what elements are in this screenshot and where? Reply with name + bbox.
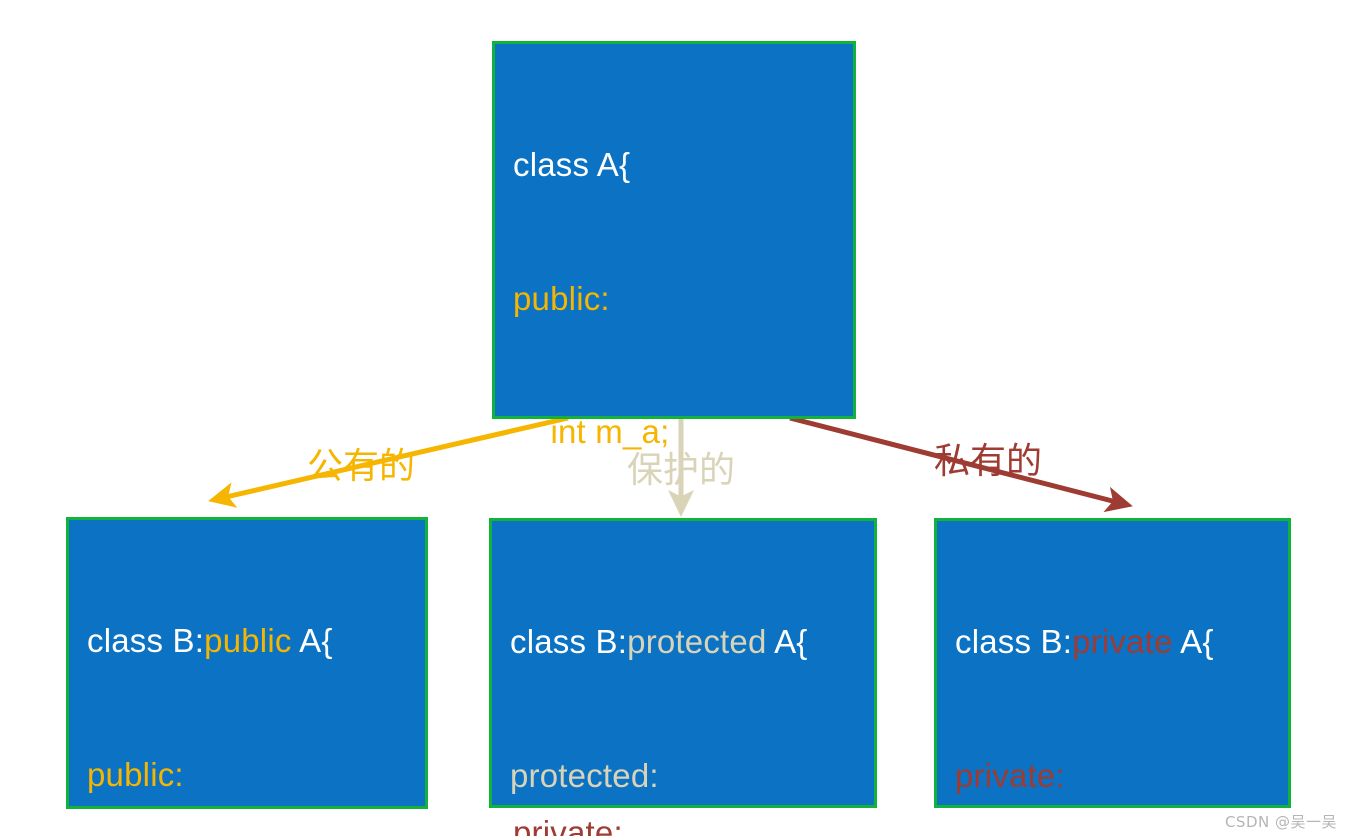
code-token: public: bbox=[513, 279, 610, 317]
arrow-label-private: 私有的 bbox=[934, 441, 1043, 482]
code-token: A{ bbox=[291, 622, 333, 660]
code-token: A{ bbox=[1172, 623, 1214, 661]
code-line: private: bbox=[955, 754, 1288, 799]
code-line: class B:private A{ bbox=[955, 620, 1288, 665]
class-b-protected-box: class B:protected A{ protected: int m_a;… bbox=[489, 518, 877, 808]
code-token: private: bbox=[513, 814, 623, 836]
code-token: private: bbox=[955, 756, 1065, 794]
arrow-label-protected: 保护的 bbox=[627, 450, 736, 491]
code-token: public bbox=[204, 622, 292, 660]
code-line: public: bbox=[513, 277, 853, 322]
code-token: class B: bbox=[955, 623, 1073, 661]
code-token: protected: bbox=[510, 756, 659, 794]
class-a-box: class A{ public: int m_a; protected: int… bbox=[492, 41, 856, 836]
code-token: class B: bbox=[87, 622, 205, 660]
code-line: protected: bbox=[510, 754, 874, 799]
code-line: int m_a; bbox=[513, 410, 853, 455]
code-token: private bbox=[1072, 623, 1173, 661]
class-b-private-box: class B:private A{ private: int m_a; int… bbox=[934, 518, 1291, 808]
watermark: CSDN @吴一吴 bbox=[1224, 813, 1337, 831]
code-token: protected bbox=[627, 623, 767, 661]
arrow-label-public: 公有的 bbox=[307, 446, 416, 487]
code-line: private: bbox=[513, 811, 853, 836]
code-token: A{ bbox=[766, 623, 808, 661]
code-token: class A{ bbox=[513, 146, 631, 184]
code-token: int m_a; bbox=[513, 413, 670, 451]
code-line: class B:public A{ bbox=[87, 619, 425, 664]
code-token: public: bbox=[87, 755, 184, 793]
code-line: class B:protected A{ bbox=[510, 620, 874, 665]
code-line: public: bbox=[87, 753, 425, 798]
class-b-public-box: class B:public A{ public: int m_a; prote… bbox=[66, 517, 428, 809]
code-line: class A{ bbox=[513, 143, 853, 188]
code-token: class B: bbox=[510, 623, 628, 661]
